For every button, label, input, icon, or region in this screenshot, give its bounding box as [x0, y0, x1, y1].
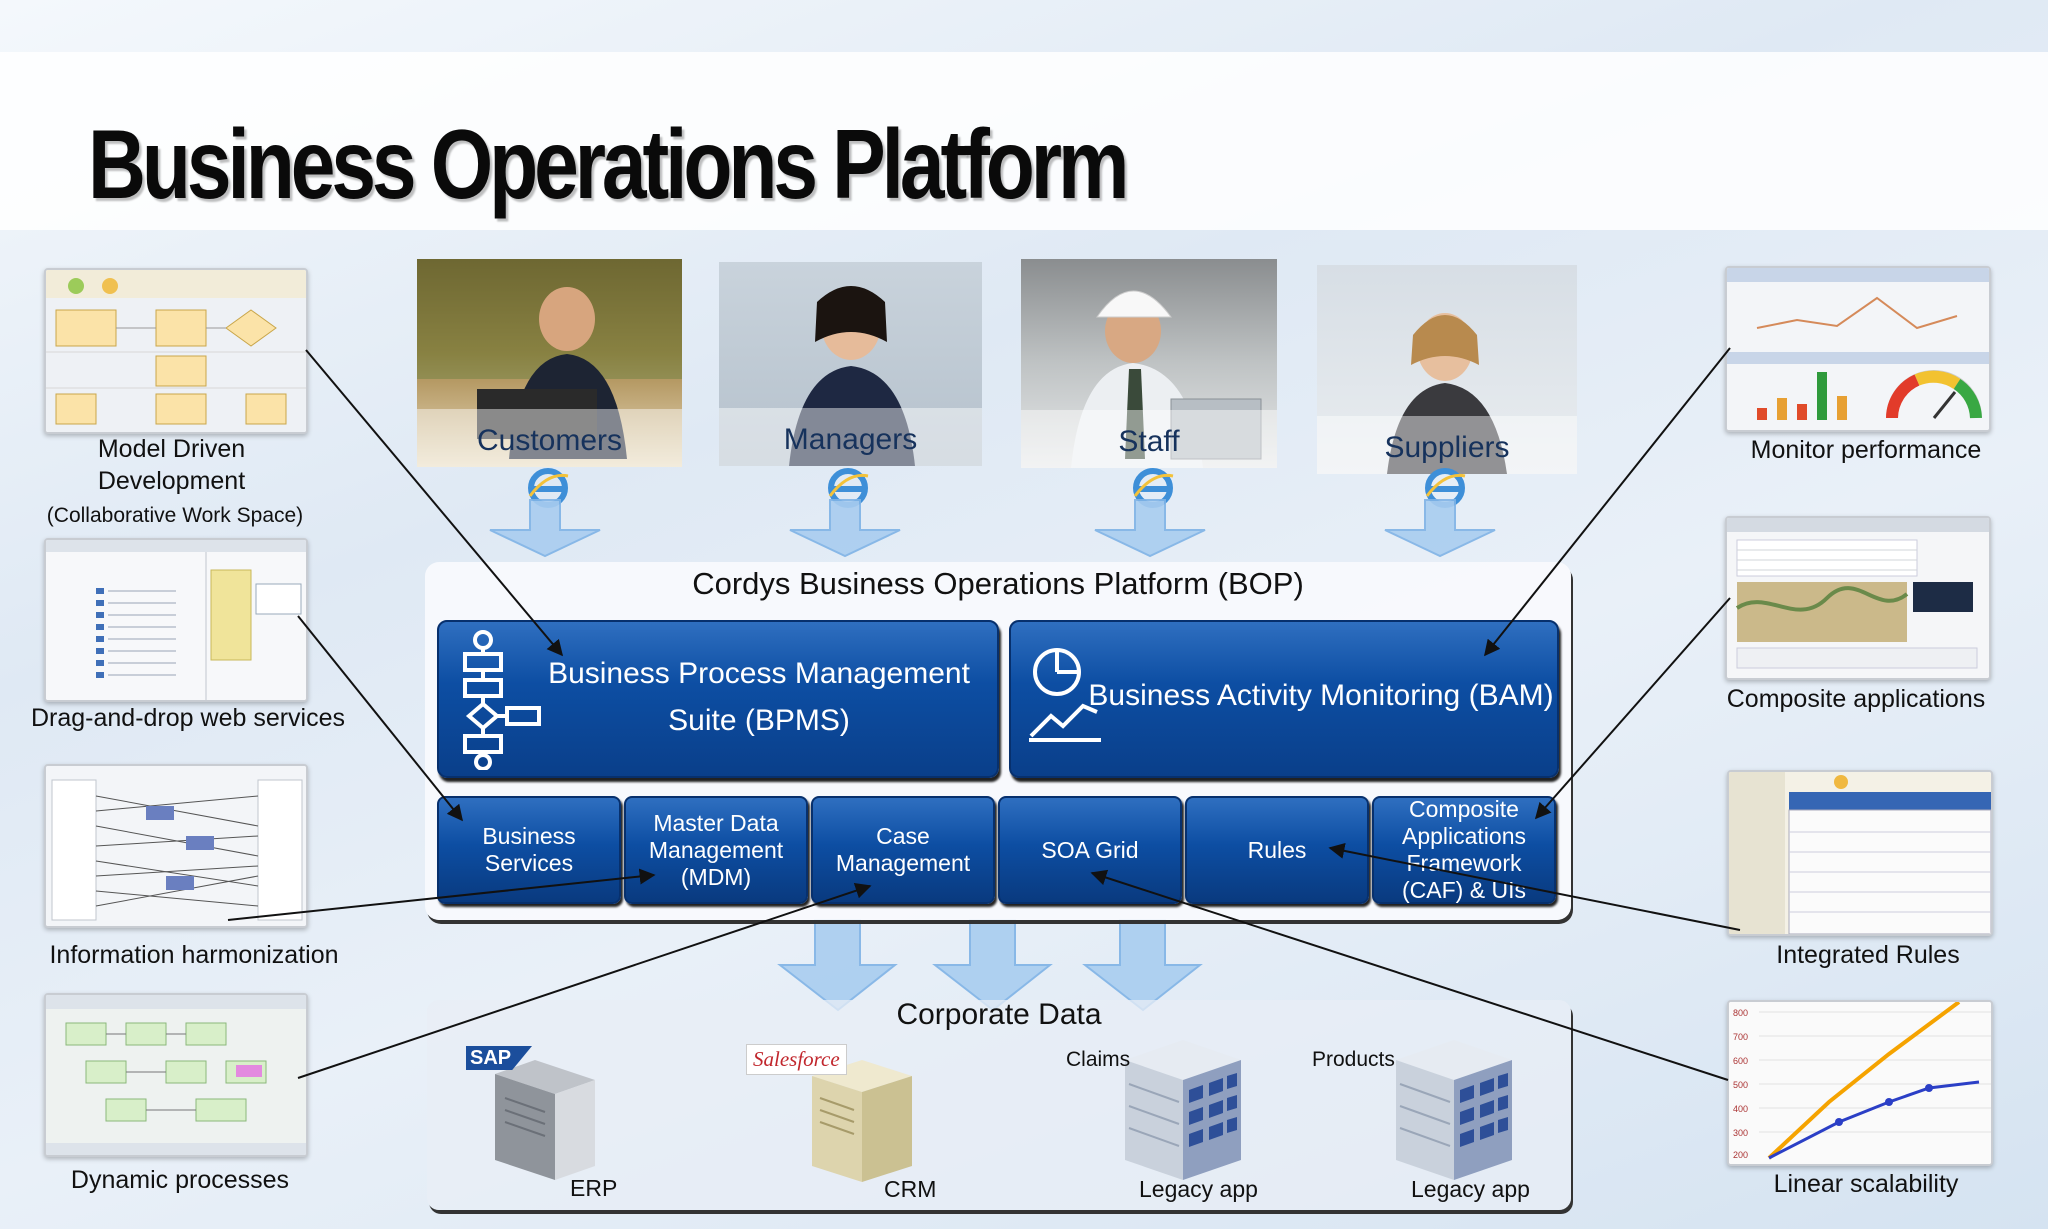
- page-title: Business Operations Platform: [88, 109, 1129, 219]
- corporate-data-title: Corporate Data: [896, 998, 1102, 1031]
- module-soa-grid: SOA Grid: [998, 796, 1182, 904]
- composite-applications-thumbnail: [1725, 516, 1991, 680]
- svg-text:400: 400: [1733, 1104, 1748, 1114]
- claims-label: Claims: [1066, 1048, 1131, 1071]
- svg-text:700: 700: [1733, 1032, 1748, 1042]
- crm-label: CRM: [884, 1176, 937, 1202]
- model-driven-thumbnail: [44, 268, 308, 434]
- legacy-app-1-label: Legacy app: [1139, 1176, 1258, 1202]
- svg-text:800: 800: [1733, 1008, 1748, 1018]
- model-driven-caption: Model Driven Development: [97, 435, 246, 495]
- dynamic-processes-caption: Dynamic processes: [70, 1166, 290, 1194]
- bam-label: Business Activity Monitoring (BAM): [1088, 679, 1554, 712]
- svg-text:600: 600: [1733, 1056, 1748, 1066]
- bpms-label: Business Process Management Suite (BPMS): [548, 657, 970, 737]
- title-band: [0, 52, 2048, 230]
- composite-applications-caption: Composite applications: [1726, 685, 1986, 713]
- web-services-caption: Drag-and-drop web services: [30, 704, 346, 732]
- harmonization-thumbnail: [44, 764, 308, 928]
- erp-label: ERP: [570, 1175, 618, 1201]
- model-driven-subcaption: (Collaborative Work Space): [46, 504, 304, 527]
- bop-title: Cordys Business Operations Platform (BOP…: [692, 566, 1304, 601]
- staff-label: Staff: [1021, 410, 1277, 468]
- linear-scalability-thumbnail: 800 700 600 500 400 300 200: [1727, 1000, 1993, 1166]
- database-stack-icon: [1125, 1040, 1241, 1180]
- database-stack-icon: [1396, 1040, 1512, 1180]
- bam-box: Business Activity Monitoring (BAM): [1009, 620, 1559, 778]
- svg-text:500: 500: [1733, 1080, 1748, 1090]
- legacy-app-2-label: Legacy app: [1411, 1176, 1530, 1202]
- managers-photo: Managers: [719, 262, 982, 466]
- integrated-rules-thumbnail: [1727, 770, 1993, 936]
- products-label: Products: [1312, 1048, 1395, 1071]
- svg-text:300: 300: [1733, 1128, 1748, 1138]
- module-rules: Rules: [1185, 796, 1369, 904]
- svg-text:200: 200: [1733, 1150, 1748, 1160]
- monitor-performance-thumbnail: [1725, 266, 1991, 432]
- dynamic-processes-thumbnail: [44, 993, 308, 1157]
- linear-scalability-caption: Linear scalability: [1773, 1170, 1959, 1198]
- dashboard-chart-icon: [1029, 648, 1101, 742]
- monitor-performance-caption: Monitor performance: [1750, 436, 1982, 464]
- staff-photo: Staff: [1021, 259, 1277, 468]
- salesforce-logo: Salesforce: [746, 1044, 847, 1075]
- bpms-box: Business Process Management Suite (BPMS): [437, 620, 999, 778]
- integrated-rules-caption: Integrated Rules: [1776, 941, 1960, 969]
- managers-label: Managers: [719, 408, 982, 466]
- harmonization-caption: Information harmonization: [49, 941, 339, 969]
- web-services-thumbnail: [44, 538, 308, 702]
